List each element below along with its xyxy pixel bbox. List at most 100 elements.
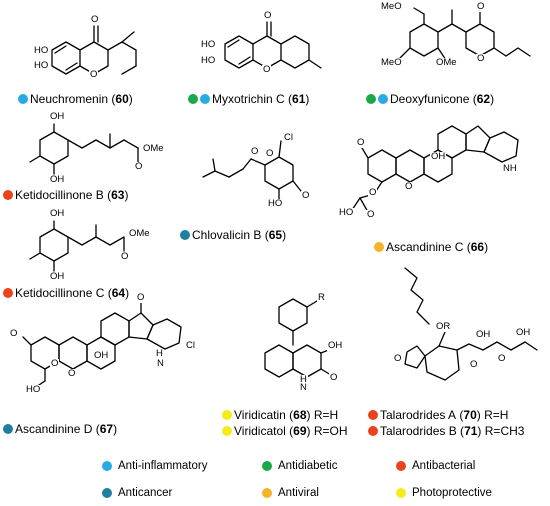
- chlovalicin-b-o-epoxide-1: O: [250, 146, 260, 157]
- compound-number: 66: [470, 240, 485, 254]
- legend-label: Anti-inflammatory: [118, 460, 208, 472]
- compound-name: Ascandinine C: [386, 240, 464, 254]
- structure-chlovalicin-b: Cl O O HO O: [195, 125, 340, 225]
- activity-dot-photoprotective: [222, 410, 232, 420]
- compound-number: 60: [115, 92, 129, 106]
- r-group: R=H: [313, 408, 339, 422]
- legend-antidiabetic: Antidiabetic: [262, 460, 337, 472]
- caption-talarodrides-b: Talarodrides B (71) R=CH3: [368, 424, 524, 438]
- neuchromenin-o-ring: O: [89, 69, 99, 80]
- caption-chlovalicin-b: Chlovalicin B (65): [180, 228, 286, 242]
- compound-name: Viridicatin: [234, 408, 286, 422]
- structure-viridicatin: R OH H N O: [235, 293, 345, 405]
- activity-dot-antibacterial: [368, 426, 378, 436]
- legend-anti-inflammatory: Anti-inflammatory: [102, 460, 207, 472]
- ascandinine-c-o-ester: O: [368, 187, 378, 198]
- viridicatin-o: O: [329, 372, 339, 383]
- activity-dot-antibacterial: [3, 288, 13, 298]
- compound-name: Talarodrides B: [380, 424, 457, 438]
- activity-dot-anti-inflammatory: [200, 94, 210, 104]
- legend-photoprotective: Photoprotective: [396, 487, 492, 499]
- compound-number: 68: [293, 408, 307, 422]
- caption-myxotrichin-c: Myxotrichin C (61): [188, 92, 309, 106]
- talarodrides-bonds: [404, 267, 538, 381]
- neuchromenin-oh-2: HO: [33, 60, 50, 71]
- caption-neuchromenin: Neuchromenin (60): [18, 92, 133, 106]
- structure-myxotrichin-c: HO HO O O: [195, 10, 335, 90]
- ascandinine-d-o-top: O: [136, 292, 146, 303]
- structure-deoxyfunicone: MeO O MeO OMe O: [380, 2, 550, 92]
- compound-number: 71: [464, 424, 478, 438]
- ascandinine-c-bonds: [351, 125, 519, 213]
- chlovalicin-b-bonds: [202, 140, 302, 200]
- viridicatin-bonds: [264, 298, 332, 378]
- compound-number: 61: [292, 92, 306, 106]
- structure-ascandinine-d: O O O O OH H N Cl HO: [5, 293, 205, 415]
- caption-viridicatin: Viridicatin (68) R=H: [222, 408, 338, 422]
- talarodrides-o-anhydride: O: [393, 353, 403, 364]
- legend-dot: [262, 488, 272, 498]
- compound-name: Myxotrichin C: [212, 92, 285, 106]
- structure-ketidocillinone-b: OH OH O OMe: [20, 112, 170, 188]
- ascandinine-d-o-bridge: O: [50, 358, 60, 369]
- compound-name: Deoxyfunicone: [390, 92, 470, 106]
- caption-talarodrides-a: Talarodrides A (70) R=H: [368, 408, 508, 422]
- caption-ketidocillinone-c: Ketidocillinone C (64): [3, 286, 129, 300]
- deoxyfunicone-bonds: [399, 7, 531, 61]
- caption-ascandinine-d: Ascandinine D (67): [3, 422, 117, 436]
- legend-dot: [102, 461, 112, 471]
- myxotrichin-c-oh-2: HO: [200, 55, 217, 66]
- caption-deoxyfunicone: Deoxyfunicone (62): [366, 92, 494, 106]
- legend-antibacterial: Antibacterial: [396, 460, 475, 472]
- ketidocillinone-b-o: O: [134, 161, 144, 172]
- legend-label: Antidiabetic: [278, 460, 338, 472]
- deoxyfunicone-o-keto: O: [476, 1, 486, 12]
- legend-dot: [102, 488, 112, 498]
- myxotrichin-c-bonds: [224, 21, 322, 69]
- myxotrichin-c-o-carbonyl: O: [263, 10, 273, 21]
- deoxyfunicone-ome-2: OMe: [435, 57, 458, 68]
- legend-label: Anticancer: [118, 487, 173, 499]
- ascandinine-d-n: N: [156, 358, 165, 369]
- legend-dot: [262, 461, 272, 471]
- compound-number: 63: [111, 188, 125, 202]
- compound-number: 62: [476, 92, 491, 106]
- ketidocillinone-c-bonds: [29, 220, 125, 272]
- talarodrides-o-ketone: O: [469, 359, 479, 370]
- compound-number: 67: [99, 422, 114, 436]
- structure-neuchromenin: HO HO O O: [30, 8, 150, 98]
- activity-dot-antiviral: [374, 242, 384, 252]
- myxotrichin-c-o-ring: O: [262, 64, 272, 75]
- ascandinine-d-o-ring: O: [67, 368, 77, 379]
- legend-dot: [396, 461, 406, 471]
- activity-dot-antibacterial: [3, 190, 13, 200]
- structure-ascandinine-c: O O OH O HO O NH: [338, 108, 550, 238]
- compound-name: Ketidocillinone B: [15, 188, 104, 202]
- compound-number: 64: [111, 286, 126, 300]
- chlovalicin-b-o-epoxide-2: O: [265, 148, 275, 159]
- ascandinine-c-o-carbonyl: O: [366, 209, 376, 220]
- activity-dot-antidiabetic: [188, 94, 198, 104]
- ketidocillinone-c-ome: OMe: [128, 228, 151, 239]
- activity-dot-anti-inflammatory: [378, 94, 388, 104]
- caption-viridicatol: Viridicatol (69) R=OH: [222, 424, 348, 438]
- compound-name: Ketidocillinone C: [15, 286, 105, 300]
- ketidocillinone-b-oh-bottom: OH: [49, 174, 66, 185]
- compound-name: Ascandinine D: [15, 422, 93, 436]
- myxotrichin-c-oh-1: HO: [200, 39, 217, 50]
- legend-dot: [396, 488, 406, 498]
- ascandinine-c-nh: NH: [502, 163, 518, 174]
- deoxyfunicone-meo-1: MeO: [380, 57, 403, 68]
- talarodrides-oh-1: OH: [475, 329, 492, 340]
- ascandinine-d-ho: HO: [25, 384, 42, 395]
- activity-dot-anti-inflammatory: [18, 94, 28, 104]
- viridicatin-h: H: [299, 374, 308, 385]
- deoxyfunicone-meo-ester: MeO: [380, 1, 403, 12]
- ketidocillinone-c-oh-top: OH: [49, 208, 66, 219]
- chlovalicin-b-ho: HO: [267, 198, 284, 209]
- ascandinine-d-oh: OH: [93, 350, 110, 361]
- ketidocillinone-c-oh-bottom: OH: [49, 271, 66, 282]
- viridicatin-oh: OH: [327, 340, 344, 351]
- compound-name: Talarodrides A: [380, 408, 457, 422]
- neuchromenin-o-carbonyl: O: [90, 14, 100, 25]
